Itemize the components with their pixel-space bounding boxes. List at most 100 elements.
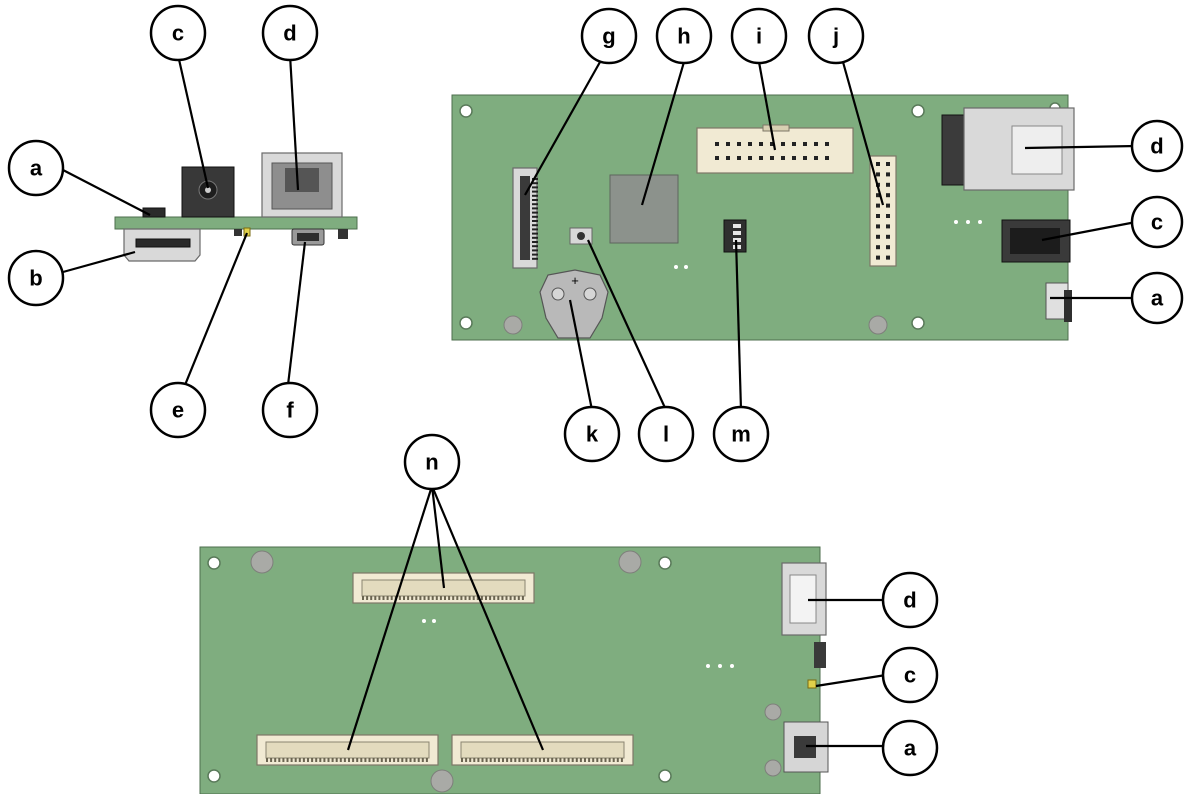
top-hole-2 bbox=[911, 104, 925, 118]
vertical-header-pin bbox=[886, 182, 890, 187]
vertical-header-pin bbox=[886, 193, 890, 198]
board-connector-2 bbox=[256, 734, 439, 766]
board-connector-pin bbox=[452, 596, 455, 600]
leader-right-d bbox=[1024, 144, 1137, 150]
bottom-hole-1 bbox=[207, 556, 221, 570]
bottom-led bbox=[807, 679, 817, 689]
board-connector-pin bbox=[472, 596, 475, 600]
board-connector-pin bbox=[294, 758, 297, 762]
svg-text:e: e bbox=[172, 398, 184, 423]
board-connector-pin bbox=[612, 758, 615, 762]
board-connector-pin bbox=[403, 596, 405, 600]
leader-top-b bbox=[62, 250, 136, 274]
board-connector-pin bbox=[423, 596, 426, 600]
callout-top-a: a bbox=[7, 139, 65, 197]
board-connector-pin bbox=[509, 596, 512, 600]
bottom-standoff-2 bbox=[618, 550, 642, 574]
board-connector-pin bbox=[315, 758, 318, 762]
board-connector-pin bbox=[521, 596, 524, 600]
ffc-pin bbox=[532, 182, 538, 185]
board-connector-pin bbox=[413, 758, 416, 762]
board-connector-pin bbox=[559, 758, 562, 762]
board-connector-pin bbox=[514, 758, 517, 762]
board-connector-pin bbox=[286, 758, 289, 762]
board-connector-pin bbox=[518, 758, 521, 762]
pin-header-pin bbox=[792, 156, 796, 160]
pin-header-pin bbox=[803, 156, 807, 160]
board-connector-pin bbox=[311, 758, 314, 762]
board-connector-pin bbox=[563, 758, 566, 762]
vertical-header-pin bbox=[876, 203, 880, 208]
board-connector-pin bbox=[401, 758, 404, 762]
svg-text:a: a bbox=[30, 156, 43, 181]
svg-text:c: c bbox=[904, 663, 916, 688]
board-connector-pin bbox=[298, 758, 301, 762]
ffc-pin bbox=[532, 190, 538, 193]
board-connector-pin bbox=[397, 758, 400, 762]
board-connector-pin bbox=[376, 758, 379, 762]
board-connector-pin bbox=[473, 758, 476, 762]
board-connector-pin bbox=[343, 758, 346, 762]
svg-text:d: d bbox=[903, 588, 916, 613]
board-connector-pin bbox=[364, 758, 367, 762]
vertical-header-pin bbox=[876, 162, 880, 166]
vertical-header-pins bbox=[876, 162, 890, 260]
vertical-header-pin bbox=[886, 234, 890, 239]
vertical-header-pin bbox=[876, 193, 880, 198]
callout-m: m bbox=[712, 405, 770, 463]
board-connector-pin bbox=[290, 758, 293, 762]
board-connector-pin bbox=[356, 758, 359, 762]
leader-top-a bbox=[62, 169, 151, 216]
board-connector-pin bbox=[302, 758, 305, 762]
bottom-view bbox=[199, 485, 887, 794]
board-connector-pin bbox=[339, 758, 342, 762]
ffc-pins bbox=[532, 178, 538, 260]
board-connector-pin bbox=[534, 758, 537, 762]
board-connector-pin bbox=[431, 596, 434, 600]
board-connector-pin bbox=[278, 758, 281, 762]
pin-header-pin bbox=[748, 142, 752, 146]
ffc-pin bbox=[532, 224, 538, 227]
callout-top-c: c bbox=[149, 4, 207, 62]
board-connector-pin bbox=[417, 758, 420, 762]
svg-text:k: k bbox=[586, 422, 599, 447]
ffc-pin bbox=[532, 207, 538, 210]
board-connector-pin bbox=[419, 596, 422, 600]
board-connector-pin bbox=[384, 758, 387, 762]
callout-right-d: d bbox=[1130, 119, 1184, 173]
leader-top-f bbox=[286, 241, 307, 386]
bottom-dc-jack bbox=[814, 642, 826, 668]
board-connector-pin bbox=[493, 758, 496, 762]
top-via-4 bbox=[674, 265, 678, 269]
board-connector-pin bbox=[409, 758, 412, 762]
vertical-header-pin bbox=[886, 214, 890, 218]
vertical-header-pin bbox=[886, 224, 890, 229]
pin-header-pin bbox=[803, 142, 807, 146]
leader-n-3 bbox=[430, 485, 545, 751]
board-connector-pin bbox=[600, 758, 603, 762]
pin-header-pin bbox=[759, 156, 763, 160]
svg-text:c: c bbox=[1151, 210, 1163, 235]
board-connector-pin bbox=[522, 758, 525, 762]
board-connector-pin bbox=[370, 596, 373, 600]
bottom-hole-2 bbox=[658, 556, 672, 570]
board-connector-pin bbox=[335, 758, 338, 762]
vertical-header-pin bbox=[886, 203, 890, 208]
board-connector-pin bbox=[571, 758, 574, 762]
board-connector-pin bbox=[270, 758, 273, 762]
board-connector-pin bbox=[476, 596, 479, 600]
leader-n-2 bbox=[346, 485, 434, 751]
board-connector-pin bbox=[489, 596, 492, 600]
board-connector-pin bbox=[307, 758, 309, 762]
board-connector-pins bbox=[266, 596, 623, 762]
board-connector-pin bbox=[460, 596, 463, 600]
callout-right-c: c bbox=[1130, 195, 1184, 249]
callout-bottom-c: c bbox=[881, 646, 939, 704]
svg-text:a: a bbox=[904, 736, 917, 761]
board-connector-pin bbox=[513, 596, 516, 600]
board-connector-pin bbox=[348, 758, 350, 762]
board-connector-pin bbox=[592, 758, 595, 762]
board-connector-pin bbox=[604, 758, 607, 762]
pin-header-pin bbox=[825, 142, 829, 146]
